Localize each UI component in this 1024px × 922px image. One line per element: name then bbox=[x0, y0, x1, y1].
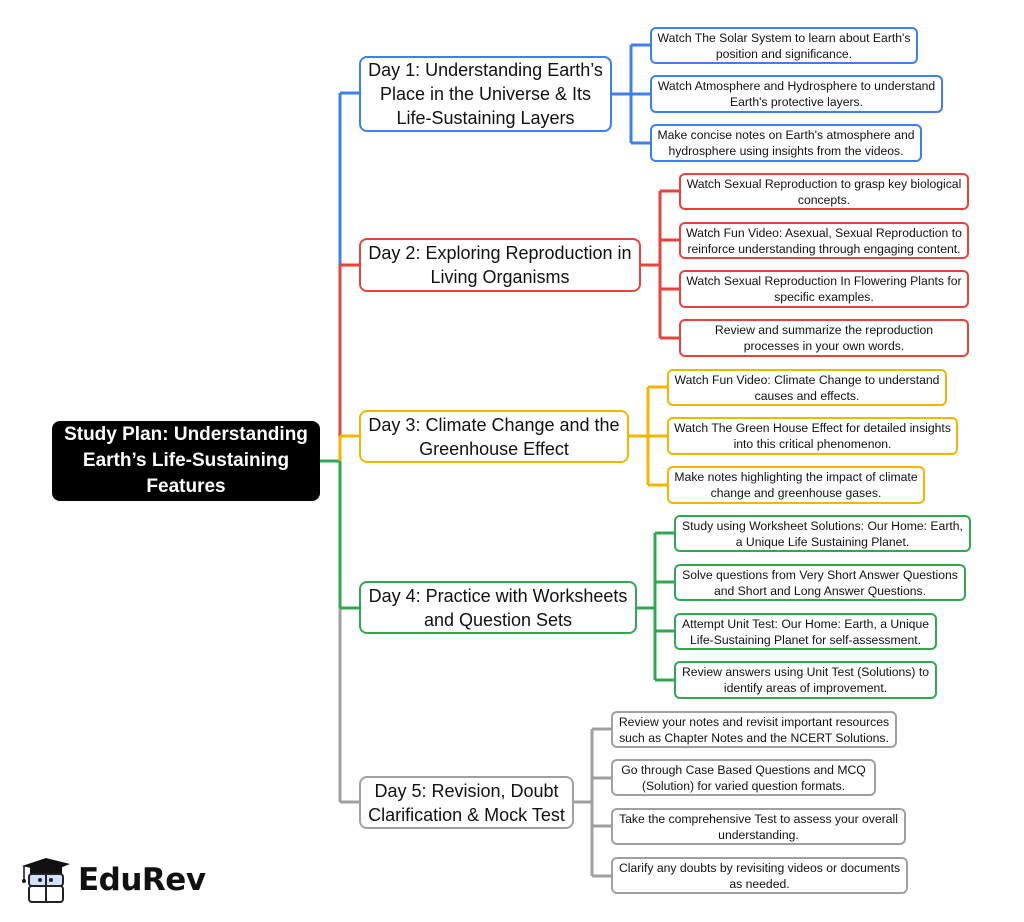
task-text: Clarify any doubts by revisiting videos … bbox=[618, 860, 901, 891]
task-node: Review answers using Unit Test (Solution… bbox=[674, 661, 937, 699]
task-text: Make notes highlighting the impact of cl… bbox=[674, 470, 918, 500]
root-node: Study Plan: Understanding Earth’s Life-S… bbox=[52, 421, 320, 501]
graduation-cap-mascot-icon bbox=[22, 858, 70, 903]
day-4-title: Day 4: Practice with Worksheets and Ques… bbox=[368, 585, 628, 630]
task-node: Solve questions from Very Short Answer Q… bbox=[674, 564, 966, 601]
task-text: Solve questions from Very Short Answer Q… bbox=[682, 567, 958, 598]
task-text: Attempt Unit Test: Our Home: Earth, a Un… bbox=[681, 616, 929, 647]
day-4-node: Day 4: Practice with Worksheets and Ques… bbox=[359, 581, 637, 634]
task-text: Watch Atmosphere and Hydrosphere to unde… bbox=[657, 79, 936, 109]
root-title: Study Plan: Understanding Earth’s Life-S… bbox=[64, 424, 308, 497]
day-3-node: Day 3: Climate Change and the Greenhouse… bbox=[359, 410, 629, 463]
day-1-node: Day 1: Understanding Earth’s Place in th… bbox=[359, 56, 612, 132]
edurev-logo: EduRev bbox=[20, 856, 206, 904]
task-text: Watch The Green House Effect for detaile… bbox=[674, 421, 951, 451]
task-node: Watch Sexual Reproduction In Flowering P… bbox=[679, 270, 969, 308]
task-text: Study using Worksheet Solutions: Our Hom… bbox=[682, 518, 963, 549]
task-text: Watch The Solar System to learn about Ea… bbox=[657, 30, 911, 61]
task-text: Watch Sexual Reproduction to grasp key b… bbox=[686, 176, 962, 207]
task-node: Watch Fun Video: Climate Change to under… bbox=[667, 369, 947, 406]
task-node: Review and summarize the reproduction pr… bbox=[679, 319, 969, 357]
task-node: Watch The Green House Effect for detaile… bbox=[667, 417, 958, 455]
day-3-title: Day 3: Climate Change and the Greenhouse… bbox=[368, 414, 620, 459]
task-node: Make concise notes on Earth's atmosphere… bbox=[650, 124, 922, 162]
task-node: Take the comprehensive Test to assess yo… bbox=[611, 808, 906, 845]
day-1-title: Day 1: Understanding Earth’s Place in th… bbox=[368, 60, 603, 128]
task-text: Take the comprehensive Test to assess yo… bbox=[619, 811, 898, 842]
task-node: Clarify any doubts by revisiting videos … bbox=[611, 857, 908, 894]
task-node: Review your notes and revisit important … bbox=[611, 711, 897, 748]
task-text: Watch Fun Video: Asexual, Sexual Reprodu… bbox=[686, 225, 962, 256]
task-node: Watch Atmosphere and Hydrosphere to unde… bbox=[650, 75, 943, 113]
day-5-node: Day 5: Revision, Doubt Clarification & M… bbox=[359, 776, 574, 829]
day-5-title: Day 5: Revision, Doubt Clarification & M… bbox=[368, 780, 565, 825]
task-node: Make notes highlighting the impact of cl… bbox=[667, 466, 925, 504]
task-text: Watch Fun Video: Climate Change to under… bbox=[674, 372, 940, 403]
task-node: Watch Fun Video: Asexual, Sexual Reprodu… bbox=[679, 222, 969, 259]
day-2-title: Day 2: Exploring Reproduction in Living … bbox=[368, 243, 632, 287]
task-text: Review answers using Unit Test (Solution… bbox=[681, 665, 929, 695]
task-text: Review your notes and revisit important … bbox=[618, 714, 890, 745]
logo-text: EduRev bbox=[78, 862, 206, 898]
task-node: Study using Worksheet Solutions: Our Hom… bbox=[674, 515, 971, 552]
task-node: Go through Case Based Questions and MCQ … bbox=[611, 759, 876, 796]
task-node: Watch The Solar System to learn about Ea… bbox=[650, 27, 918, 64]
task-text: Go through Case Based Questions and MCQ … bbox=[621, 762, 866, 793]
day-2-node: Day 2: Exploring Reproduction in Living … bbox=[359, 238, 641, 292]
task-text: Make concise notes on Earth's atmosphere… bbox=[657, 128, 915, 158]
task-node: Attempt Unit Test: Our Home: Earth, a Un… bbox=[674, 613, 937, 650]
task-text: Review and summarize the reproduction pr… bbox=[714, 323, 934, 353]
task-node: Watch Sexual Reproduction to grasp key b… bbox=[679, 173, 969, 210]
task-text: Watch Sexual Reproduction In Flowering P… bbox=[686, 274, 962, 304]
